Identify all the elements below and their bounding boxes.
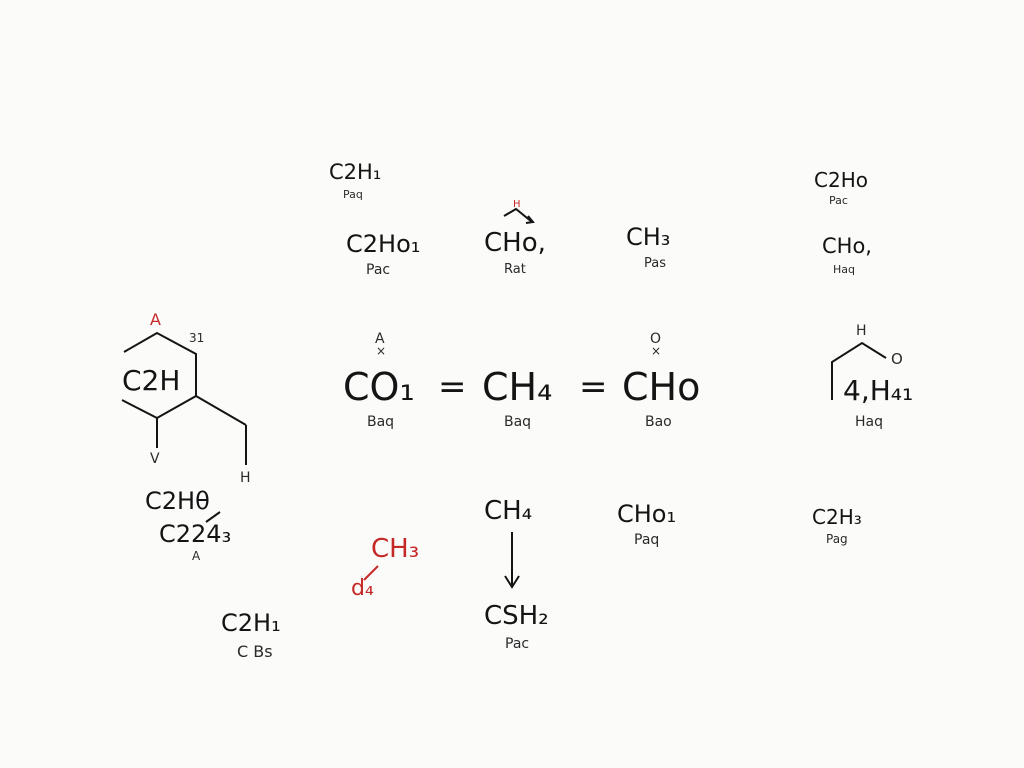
formula-text: CH₃ [626,223,671,251]
formula-text: C2H₃ [812,505,862,529]
eq-c-top: O [650,331,662,347]
product-formula: CSH₂ [484,601,549,631]
formula-label: Pac [366,262,391,278]
formula-text: CHo₁ [617,500,677,528]
formula-label: Paq [343,188,363,201]
red-label: d₄ [351,576,374,601]
ring-formula: C2H [122,364,181,397]
eq-b-formula: CH₄ [482,365,553,409]
eq-a-formula: CO₁ [343,365,415,409]
marker-label: H [513,199,521,210]
right-o-atom: O [891,350,903,368]
reactant-formula: CH₄ [484,496,533,526]
formula-text-2: C224₃ [159,520,232,548]
eq-c-cross: × [651,344,662,358]
formula-label: Rat [504,262,526,277]
formula-text: CHo, [822,234,872,258]
formula-label: Haq [833,263,855,276]
right-h-atom: H [856,323,867,339]
formula-label: Pag [826,532,848,546]
ring-bottom-atom: V [150,451,160,467]
eq-operator-2: = [579,367,608,407]
eq-operator-1: = [438,367,467,407]
formula-text: C2H₁ [329,160,382,184]
formula-label: Pac [829,194,848,207]
eq-a-label: Baq [367,414,395,430]
eq-c-label: Bao [645,414,672,430]
formula-label: C Bs [237,642,273,661]
formula-text: CHo, [484,228,546,258]
ring-top-atom: A [150,310,161,329]
formula-text: C2Ho₁ [346,230,421,258]
formula-label: Paq [634,532,660,548]
eq-a-top: A [375,331,385,347]
ring-number: 31 [189,331,205,345]
formula-label: Pas [644,256,666,271]
eq-b-label: Baq [504,414,532,430]
formula-text: C2Hθ [145,487,210,515]
right-formula: 4,H₄₁ [843,374,914,407]
red-formula: CH₃ [371,534,420,564]
product-label: Pac [505,636,530,652]
eq-c-formula: CHo [622,365,701,409]
formula-text: C2Ho [814,168,868,192]
eq-a-cross: × [376,344,387,358]
ring-h-atom: H [240,470,251,486]
formula-label: A [192,549,201,563]
right-label: Haq [855,414,883,430]
formula-text: C2H₁ [221,609,281,637]
